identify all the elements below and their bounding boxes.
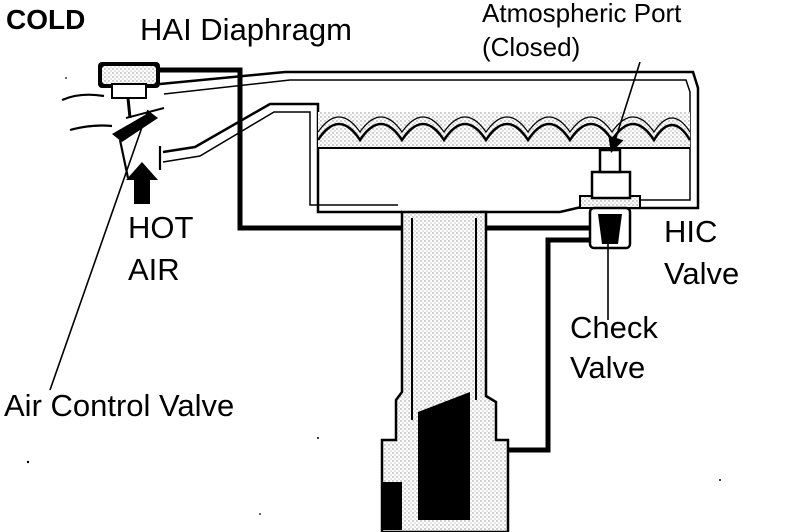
- leader-lines: [49, 61, 641, 391]
- air-control-valve: [112, 107, 165, 142]
- check-valve-label-line2: Valve: [570, 350, 646, 385]
- hic-valve: [579, 148, 641, 250]
- hai-diaphragm-label: HAI Diaphragm: [140, 12, 352, 47]
- hot-air-label-line1: HOT: [128, 210, 194, 245]
- scan-speckle: [26, 77, 721, 515]
- check-valve-label-line1: Check: [570, 310, 658, 345]
- atmospheric-port-label: Atmospheric Port: [482, 0, 682, 28]
- intake-manifold: [380, 210, 510, 532]
- cold-state-label: COLD: [6, 4, 86, 35]
- air-cleaner-housing: [159, 70, 700, 214]
- filter-element: [316, 112, 692, 149]
- hot-air-label-line2: AIR: [128, 252, 180, 287]
- hic-valve-label-line2: Valve: [664, 256, 740, 291]
- hai-diaphragm: [98, 62, 160, 119]
- hic-valve-label-line1: HIC: [664, 214, 718, 249]
- atmospheric-port-state-label: (Closed): [482, 32, 581, 62]
- air-control-valve-label: Air Control Valve: [4, 388, 235, 423]
- snorkel-inlet: [61, 93, 162, 179]
- hot-air-arrow: [126, 162, 158, 204]
